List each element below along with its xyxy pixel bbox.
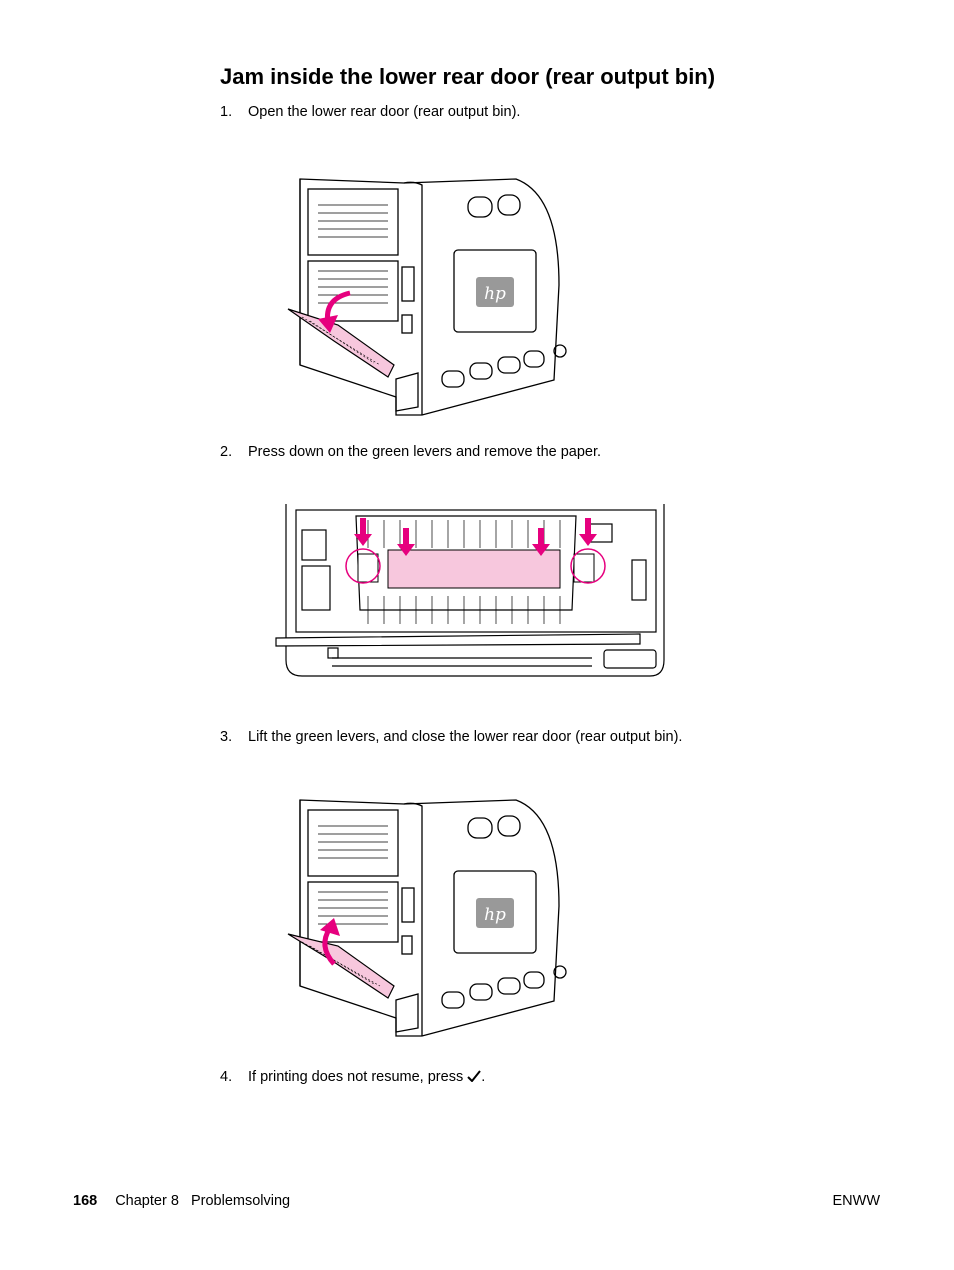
- jammed-paper: [387, 549, 561, 589]
- hp-logo: hp: [484, 284, 506, 304]
- step-text: Open the lower rear door (rear output bi…: [248, 104, 521, 120]
- step-1: 1. Open the lower rear door (rear output …: [220, 104, 520, 120]
- page-number: 168: [73, 1193, 98, 1209]
- step-number: 2.: [220, 444, 233, 460]
- step-text: Press down on the green levers and remov…: [248, 444, 602, 460]
- step-number: 1.: [220, 104, 233, 120]
- step-2: 2. Press down on the green levers and rem…: [220, 444, 601, 460]
- printer-door-open-illustration: hp: [287, 178, 567, 416]
- step-text: Lift the green levers, and close the low…: [248, 729, 683, 745]
- section-heading: Jam inside the lower rear door (rear out…: [220, 64, 716, 89]
- right-green-lever: [573, 553, 595, 583]
- step-text-before: If printing does not resume, press: [248, 1069, 464, 1085]
- footer-left: 168 Chapter 8 Problemsolving: [73, 1193, 290, 1209]
- checkmark-button-icon: [467, 1070, 482, 1082]
- press-down-arrows: [354, 518, 597, 556]
- footer-right-label: ENWW: [832, 1193, 880, 1209]
- step-number: 4.: [220, 1069, 233, 1085]
- step-3: 3. Lift the green levers, and close the l…: [220, 729, 682, 745]
- printer-door-close-illustration: hp: [287, 799, 567, 1037]
- step-text-after: .: [481, 1069, 486, 1085]
- step-number: 3.: [220, 729, 233, 745]
- step-4: 4. If printing does not resume, press .: [220, 1069, 485, 1085]
- chapter-label: Chapter 8 Problemsolving: [115, 1193, 291, 1209]
- hp-logo: hp: [484, 905, 506, 925]
- fuser-levers-illustration: [275, 504, 665, 677]
